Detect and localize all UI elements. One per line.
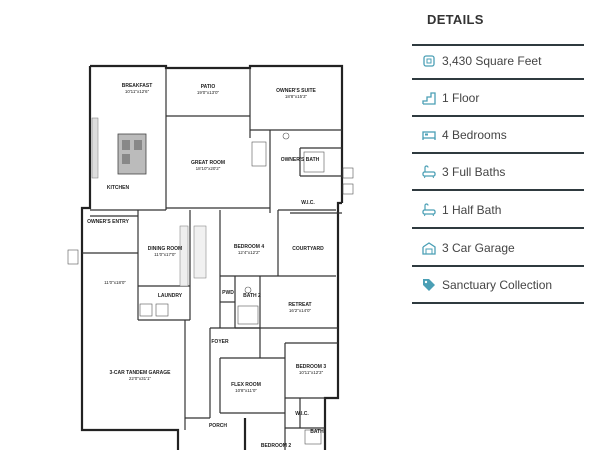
divider <box>412 265 584 267</box>
details-panel: DETAILS 3,430 Square Feet 1 Floor 4 Bedr… <box>412 0 600 450</box>
room-owners-entry: OWNER'S ENTRY <box>87 219 129 225</box>
room-porch: PORCH <box>208 423 228 429</box>
room-owners-bath: OWNER'S BATH <box>280 157 320 163</box>
room-kitchen: KITCHEN <box>106 185 130 191</box>
room-garage-bay: 11'0"x18'0" <box>104 280 126 285</box>
detail-square-feet: 3,430 Square Feet <box>422 54 541 68</box>
tag-icon <box>422 278 436 292</box>
detail-collection: Sanctuary Collection <box>422 278 552 292</box>
divider <box>412 152 584 154</box>
divider <box>412 44 584 46</box>
room-courtyard: COURTYARD <box>292 246 324 252</box>
room-laundry: LAUNDRY <box>157 293 183 299</box>
divider <box>412 78 584 80</box>
room-wic: W.I.C. <box>301 200 315 206</box>
detail-bedrooms: 4 Bedrooms <box>422 128 507 142</box>
divider <box>412 115 584 117</box>
room-bath-2: BATH 2 <box>243 293 261 299</box>
room-bedroom-2: BEDROOM 2 <box>260 443 292 449</box>
room-bath: BATH <box>310 429 324 435</box>
room-wic-2: W.I.C. <box>295 411 309 417</box>
bed-icon <box>422 128 436 142</box>
garage-icon <box>422 241 436 255</box>
room-foyer: FOYER <box>211 339 229 345</box>
detail-garage: 3 Car Garage <box>422 241 515 255</box>
divider <box>412 302 584 304</box>
bathtub-icon <box>422 165 436 179</box>
floor-plan-drawing <box>67 64 354 450</box>
divider <box>412 227 584 229</box>
divider <box>412 189 584 191</box>
detail-half-baths: 1 Half Bath <box>422 203 501 217</box>
details-heading: DETAILS <box>427 12 484 27</box>
detail-full-baths: 3 Full Baths <box>422 165 505 179</box>
square-feet-icon <box>422 54 436 68</box>
floor-stairs-icon <box>422 91 436 105</box>
room-pwd: PWD <box>222 290 234 296</box>
detail-floors: 1 Floor <box>422 91 479 105</box>
half-bath-icon <box>422 203 436 217</box>
